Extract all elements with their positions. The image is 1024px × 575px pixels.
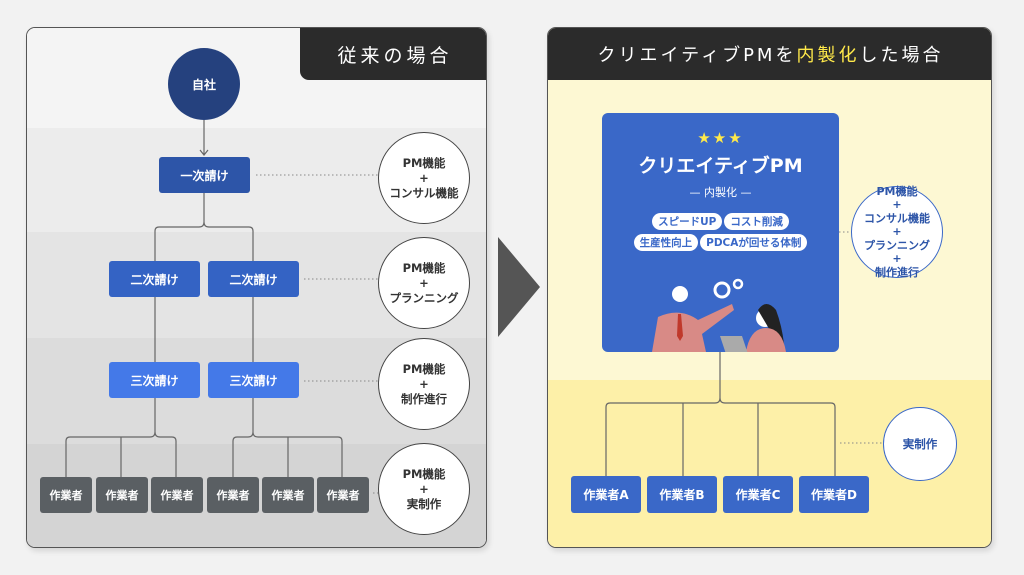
tag: 生産性向上	[633, 234, 699, 251]
role-circle: PM機能+コンサル機能	[378, 132, 470, 224]
tag: スピードUP	[652, 213, 723, 230]
card-title: クリエイティブPM	[638, 155, 803, 177]
worker-box: 作業者	[262, 477, 314, 513]
secondary-contractor-box: 二次請け	[208, 261, 299, 297]
production-circle: 実制作	[883, 407, 957, 481]
tag: コスト削減	[724, 213, 789, 230]
tertiary-contractor-box: 三次請け	[109, 362, 200, 398]
secondary-contractor-box: 二次請け	[109, 261, 200, 297]
role-circle: PM機能+制作進行	[378, 338, 470, 430]
worker-box: 作業者	[40, 477, 92, 513]
role-circle: PM機能+実制作	[378, 443, 470, 535]
own-company-node: 自社	[168, 48, 240, 120]
role-circle: PM機能+プランニング	[378, 237, 470, 329]
worker-box: 作業者B	[647, 476, 717, 513]
worker-box: 作業者	[317, 477, 369, 513]
panel-title: 従来の場合	[300, 28, 486, 80]
arrow-right-icon	[498, 237, 540, 337]
panel-title: クリエイティブPMを内製化した場合	[548, 28, 991, 80]
worker-box: 作業者	[151, 477, 203, 513]
tag: PDCAが回せる体制	[700, 234, 808, 251]
team-illustration-icon	[652, 278, 786, 352]
worker-box: 作業者	[96, 477, 148, 513]
worker-box: 作業者C	[723, 476, 793, 513]
worker-box: 作業者	[207, 477, 259, 513]
role-circle: PM機能+コンサル機能+プランニング+制作進行	[851, 185, 943, 279]
worker-box: 作業者A	[571, 476, 641, 513]
card-subtitle: — 内製化 —	[689, 186, 752, 199]
tertiary-contractor-box: 三次請け	[208, 362, 299, 398]
primary-contractor-box: 一次請け	[159, 157, 250, 193]
stars-icon: ★★★	[697, 129, 744, 147]
worker-box: 作業者D	[799, 476, 869, 513]
